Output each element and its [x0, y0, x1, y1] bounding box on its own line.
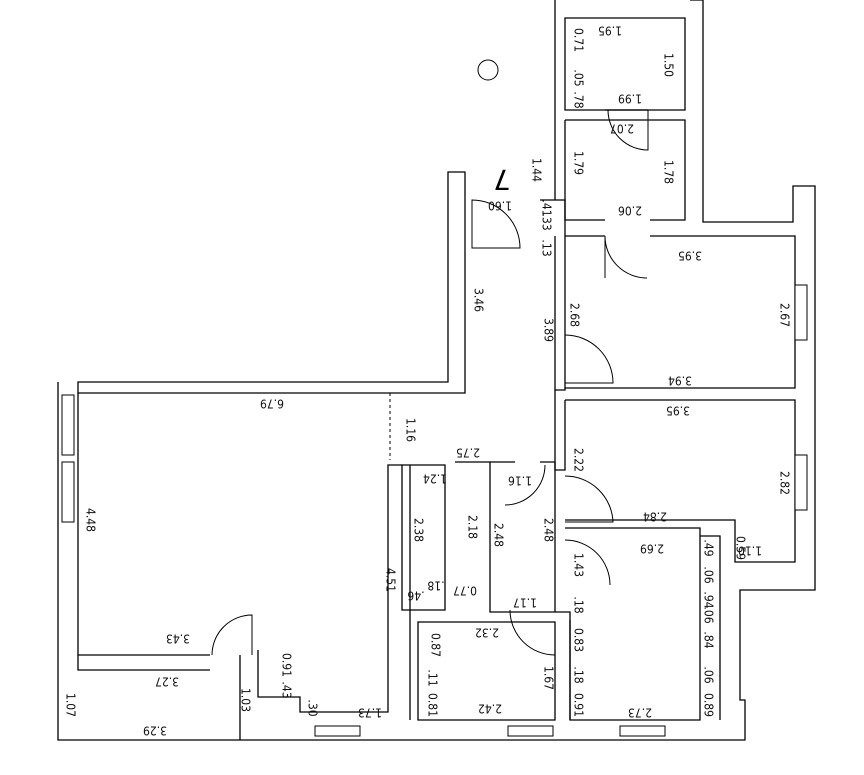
- dimension-label: 2.67: [778, 303, 792, 327]
- dimension-label: 4.48: [84, 508, 98, 532]
- dimension-label: 2.69: [640, 542, 664, 556]
- dimension-label: .41: [540, 199, 554, 216]
- dimension-label: 2.42: [478, 702, 502, 716]
- dimension-label: 0.81: [426, 693, 440, 717]
- dimension-label: .11: [426, 669, 440, 686]
- plan-number: 7: [493, 163, 511, 196]
- dimension-label: .13: [540, 239, 554, 256]
- dimension-label: .18: [427, 579, 444, 593]
- dimension-label: 2.32: [475, 626, 499, 640]
- dimension-label: 0.87: [429, 633, 443, 657]
- windows: [61, 284, 808, 737]
- dimension-label: 2.75: [456, 446, 480, 460]
- dimension-label: .30: [306, 699, 320, 716]
- dimension-label: .06: [702, 606, 716, 623]
- doors: [211, 109, 649, 656]
- dimension-label: 2.68: [568, 303, 582, 327]
- dimension-label: .49: [702, 539, 716, 556]
- dimension-label: .05: [572, 69, 586, 86]
- dimension-label: 0.77: [453, 584, 477, 598]
- dimension-label: 2.48: [542, 518, 556, 542]
- dimension-label: 3.95: [678, 249, 702, 263]
- dimension-label: 1.95: [598, 24, 622, 38]
- dimension-label: 2.73: [628, 706, 652, 720]
- dimension-label: 1.03: [239, 688, 253, 712]
- dimension-label: 1.16: [508, 474, 532, 488]
- dimension-label: 0.83: [572, 628, 586, 652]
- dimension-label: 3.29: [143, 724, 167, 738]
- dimension-label: .33: [540, 213, 554, 230]
- dimension-label: 1.50: [662, 53, 676, 77]
- dimension-label: 3.43: [166, 632, 190, 646]
- dimension-label: .46: [407, 589, 424, 603]
- dimension-label: 0.59: [734, 536, 748, 560]
- dimension-label: 1.43: [572, 553, 586, 577]
- dimension-label: 1.78: [662, 160, 676, 184]
- dimension-label: 1.16: [404, 418, 418, 442]
- dimension-label: 2.82: [778, 471, 792, 495]
- dimension-label: 2.84: [643, 510, 667, 524]
- dimension-label: 2.07: [610, 122, 634, 136]
- labels: 1.95 0.71 1.50 .05 .78 1.99 2.07 1.79 1.78 1.44 1.…: [64, 24, 792, 738]
- dimension-label: 2.38: [412, 518, 426, 542]
- dimension-label: 0.91: [280, 653, 294, 677]
- dimension-label: 1.07: [64, 693, 78, 717]
- circle-marker-icon: [477, 59, 499, 81]
- walls: [57, 0, 816, 741]
- dimension-label: 6.79: [260, 397, 284, 411]
- dimension-label: .43: [280, 681, 294, 698]
- dimension-label: 3.95: [666, 404, 690, 418]
- dimension-label: 1.44: [530, 158, 544, 182]
- dimension-label: 1.17: [513, 596, 537, 610]
- dimension-label: 0.89: [702, 693, 716, 717]
- dimension-label: 3.46: [472, 288, 486, 312]
- dimension-label: .18: [572, 596, 586, 613]
- dimension-label: 3.27: [155, 675, 179, 689]
- dimension-label: 0.71: [572, 28, 586, 52]
- dimension-label: .06: [702, 566, 716, 583]
- dimension-label: 1.79: [572, 151, 586, 175]
- dimension-label: .78: [572, 91, 586, 108]
- dimension-label: 4.51: [384, 568, 398, 592]
- dimension-label: 2.06: [618, 204, 642, 218]
- dimension-label: 1.10: [738, 544, 762, 558]
- dimension-label: 2.22: [572, 448, 586, 472]
- dimension-label: .06: [702, 666, 716, 683]
- dimension-label: 3.94: [668, 374, 692, 388]
- dimension-label: .18: [572, 666, 586, 683]
- dimension-label: 3.89: [542, 318, 556, 342]
- dimension-label: 2.48: [492, 523, 506, 547]
- dimension-label: 1.60: [488, 199, 512, 213]
- dimension-label: 1.73: [358, 706, 382, 720]
- dimension-label: .84: [702, 631, 716, 648]
- dimension-label: .94: [702, 591, 716, 608]
- dimension-label: 2.18: [466, 515, 480, 539]
- dimension-label: 0.91: [572, 693, 586, 717]
- dimension-label: 1.24: [423, 472, 447, 486]
- dimension-label: 1.99: [618, 92, 642, 106]
- dimension-label: 1.67: [542, 666, 556, 690]
